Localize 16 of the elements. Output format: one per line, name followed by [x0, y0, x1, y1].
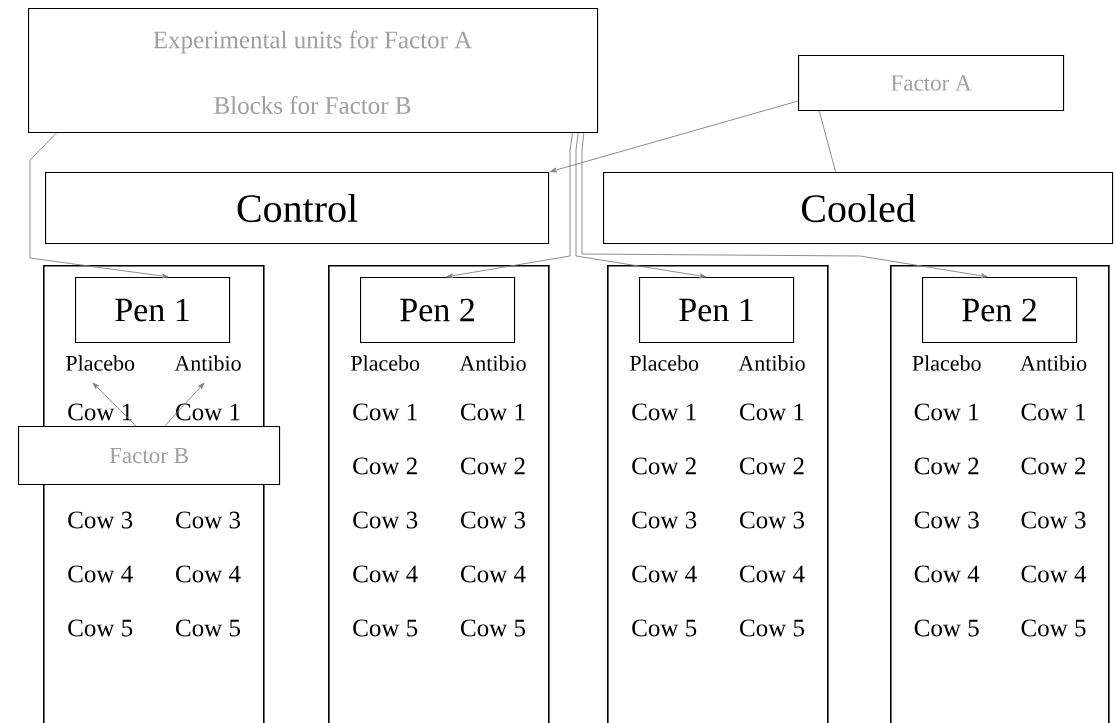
- treatment-box: Control: [45, 172, 550, 245]
- pen-box: Pen 2: [360, 277, 516, 344]
- title-box: Experimental units for Factor A Blocks for Factor B: [28, 8, 599, 134]
- pen-box: Pen 1: [639, 277, 795, 344]
- treatment-box: Cooled: [603, 172, 1114, 245]
- arrow: [575, 132, 707, 279]
- arrow: [92, 382, 137, 427]
- arrow: [446, 132, 573, 279]
- arrow: [29, 132, 169, 279]
- factor-box: Factor B: [18, 426, 281, 486]
- pen-box: Pen 1: [75, 277, 231, 344]
- arrow: [164, 382, 205, 427]
- pen-box: Pen 2: [922, 277, 1078, 344]
- factor-box: Factor A: [798, 55, 1065, 112]
- arrow: [550, 100, 799, 173]
- arrow: [581, 132, 988, 279]
